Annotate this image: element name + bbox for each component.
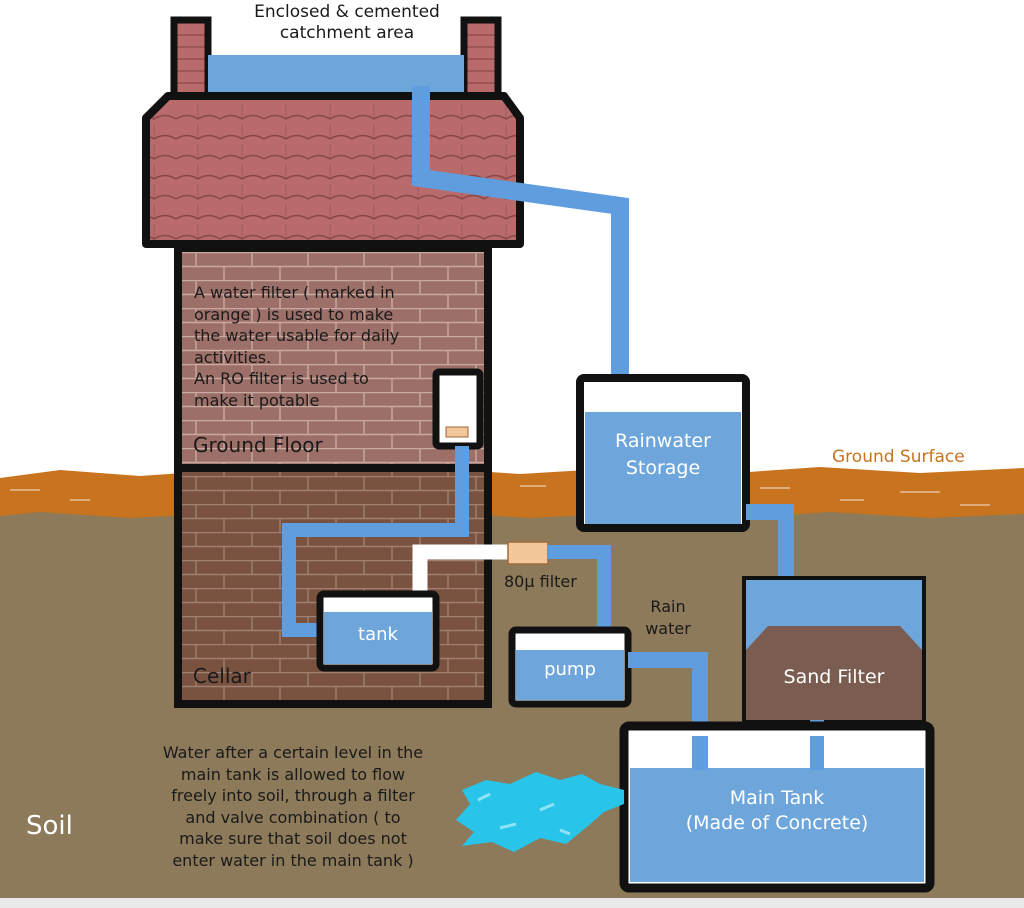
- main-tank-inlet-pump: [692, 736, 708, 770]
- bottom-strip: [0, 898, 1024, 908]
- storage-to-sand-filter-pipe: [746, 504, 794, 585]
- filter-80-label: 80μ filter: [504, 572, 577, 591]
- catchment-label-line2: catchment area: [279, 23, 415, 44]
- filter-80-micron: [507, 541, 549, 565]
- rainwater-storage-line1: Rainwater: [615, 430, 711, 452]
- overflow-note: Water after a certain level in the main …: [118, 742, 468, 872]
- overflow-note-line: and valve combination ( to: [185, 807, 401, 827]
- main-tank-line2: (Made of Concrete): [685, 812, 869, 834]
- tank-label: tank: [358, 624, 398, 645]
- tank-water: [324, 612, 432, 664]
- overflow-note-line: make sure that soil does not: [179, 829, 407, 849]
- roof: [142, 92, 524, 248]
- rainwater-storage-line2: Storage: [625, 457, 701, 479]
- cellar-label: Cellar: [193, 664, 251, 688]
- rainwater-storage-label: Rainwater Storage: [585, 428, 741, 482]
- filter-note-line: activities.: [194, 347, 272, 367]
- pump-water: [516, 650, 624, 700]
- catchment-label-line1: Enclosed & cemented: [254, 2, 440, 22]
- overflow-note-line: Water after a certain level in the: [162, 743, 424, 762]
- main-tank-water: [630, 768, 924, 882]
- filter-note: A water filter ( marked in orange ) is u…: [194, 282, 464, 411]
- overflow-note-line: main tank is allowed to flow: [180, 764, 406, 784]
- filter-note-line: A water filter ( marked in: [194, 283, 395, 302]
- filter-note-line: make it potable: [194, 390, 320, 410]
- pump-to-main-tank-pipe: [628, 652, 708, 740]
- soil-label: Soil: [26, 811, 73, 841]
- overflow-note-line: enter water in the main tank ): [172, 850, 414, 870]
- ground-floor-label: Ground Floor: [193, 433, 323, 457]
- sand-filter-sand: [746, 626, 922, 720]
- rain-water-label-line2: water: [645, 619, 691, 638]
- filter-to-pump-pipe: [548, 545, 611, 645]
- ro-filter-orange: [445, 426, 469, 438]
- ground-surface-label: Ground Surface: [832, 447, 965, 467]
- main-tank-inlet-sand: [810, 736, 824, 770]
- rainwater-storage-water: [585, 412, 741, 524]
- overflow-splash: [456, 772, 624, 852]
- white-pipe: [412, 544, 508, 600]
- filter-note-line: the water usable for daily: [194, 326, 400, 345]
- filter-note-line: An RO filter is used to: [194, 369, 369, 388]
- main-tank-line1: Main Tank: [729, 787, 825, 809]
- sand-filter-label: Sand Filter: [783, 666, 885, 688]
- rain-water-label: Rain water: [632, 596, 704, 640]
- rain-water-label-line1: Rain: [650, 597, 686, 616]
- filter-note-line: orange ) is used to make: [194, 304, 394, 324]
- pump-label: pump: [544, 659, 596, 680]
- overflow-note-line: freely into soil, through a filter: [171, 786, 415, 806]
- main-tank-label: Main Tank (Made of Concrete): [630, 786, 924, 836]
- tank-to-ro-pipe: [282, 446, 469, 637]
- catchment-label: Enclosed & cemented catchment area: [222, 2, 472, 45]
- overflow-splash-highlights: [477, 792, 571, 836]
- catchment-pipe: [412, 86, 629, 380]
